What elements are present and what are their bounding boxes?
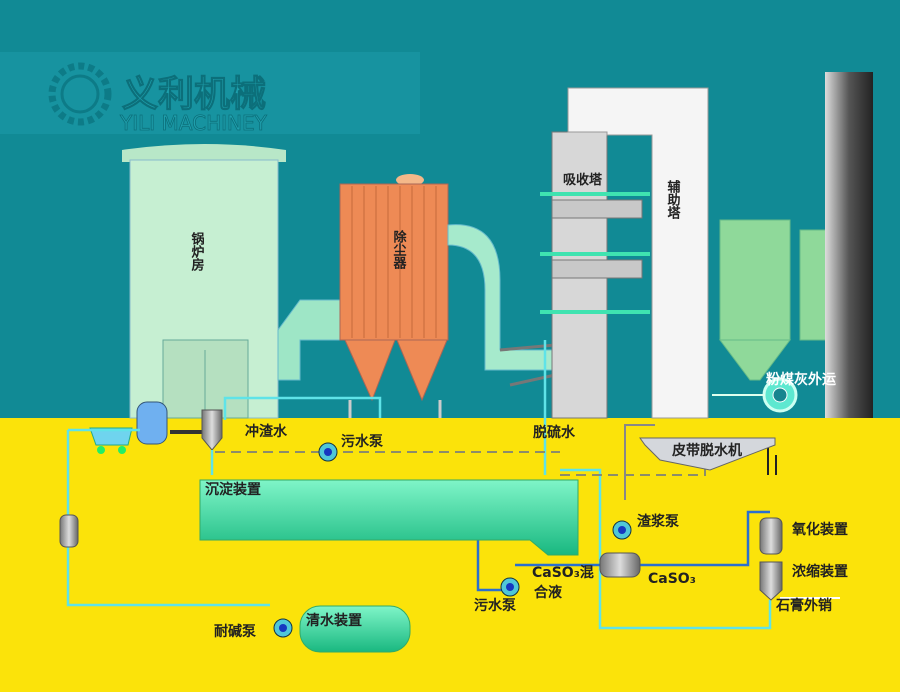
boiler-house-label: 锅炉房	[189, 231, 205, 272]
pipe	[624, 424, 655, 500]
absorption-tower-label: 吸收塔	[563, 172, 603, 188]
clear-water-label: 清水装置	[306, 612, 362, 629]
water-tank	[136, 401, 168, 445]
alkali-pump-label: 耐碱泵	[214, 623, 256, 640]
sedimentation-label: 沉淀装置	[205, 481, 261, 498]
sewage-pump-bottom[interactable]	[500, 577, 520, 597]
belt-dewatering-label: 皮带脱水机	[671, 442, 742, 459]
slag-cart	[89, 427, 133, 454]
slurry-pump[interactable]	[612, 520, 632, 540]
caso3-tank	[599, 552, 641, 578]
slag-water-label: 冲渣水	[245, 423, 288, 440]
auxiliary-tower-label: 辅助塔	[665, 179, 681, 219]
sewage-pump-top[interactable]	[318, 442, 338, 462]
absorption-tower: 吸收塔	[540, 131, 650, 419]
conveyor	[170, 430, 205, 434]
caso3-mix-label: CaSO₃混	[532, 565, 594, 581]
fly-ash-label: 粉煤灰外运	[766, 371, 836, 388]
dust-collector: 除尘器	[339, 174, 449, 418]
sedimentation-tank	[199, 479, 579, 556]
ground-background	[0, 418, 900, 692]
logo: 义利机械 YILI MACHINEY	[0, 52, 420, 135]
belt-dewatering-machine	[639, 437, 776, 471]
oxidation-vessel	[759, 517, 783, 555]
pipe	[210, 396, 382, 475]
slag-hopper	[201, 409, 223, 451]
thickener-label: 浓缩装置	[792, 563, 848, 580]
caso3-mix-label-2: 合液	[534, 584, 563, 601]
caso3-label: CaSO₃	[648, 571, 696, 587]
dust-collector-label: 除尘器	[391, 229, 408, 270]
alkali-pump[interactable]	[273, 618, 293, 638]
clear-water-tank	[299, 605, 411, 653]
discharge-arrow	[767, 448, 777, 475]
desulfurization-water-label: 脱硫水	[533, 424, 576, 441]
logo-en: YILI MACHINEY	[119, 111, 268, 135]
oxidation-label: 氧化装置	[791, 521, 848, 538]
chimney	[825, 72, 873, 418]
sewage-pump-top-label: 污水泵	[341, 433, 383, 450]
auxiliary-tower: 辅助塔	[567, 87, 709, 419]
pipe	[66, 428, 270, 607]
logo-cn: 义利机械	[122, 74, 266, 115]
boiler-house: 锅炉房	[122, 144, 286, 419]
gypsum-sale-label: 石膏外销	[775, 597, 832, 614]
slurry-pump-label: 渣浆泵	[637, 513, 679, 530]
pipe	[543, 340, 772, 630]
filter-vessel	[59, 514, 79, 548]
thickener-vessel	[759, 561, 783, 601]
pipe	[476, 510, 770, 592]
sewage-pump-bottom-label: 污水泵	[474, 597, 516, 614]
